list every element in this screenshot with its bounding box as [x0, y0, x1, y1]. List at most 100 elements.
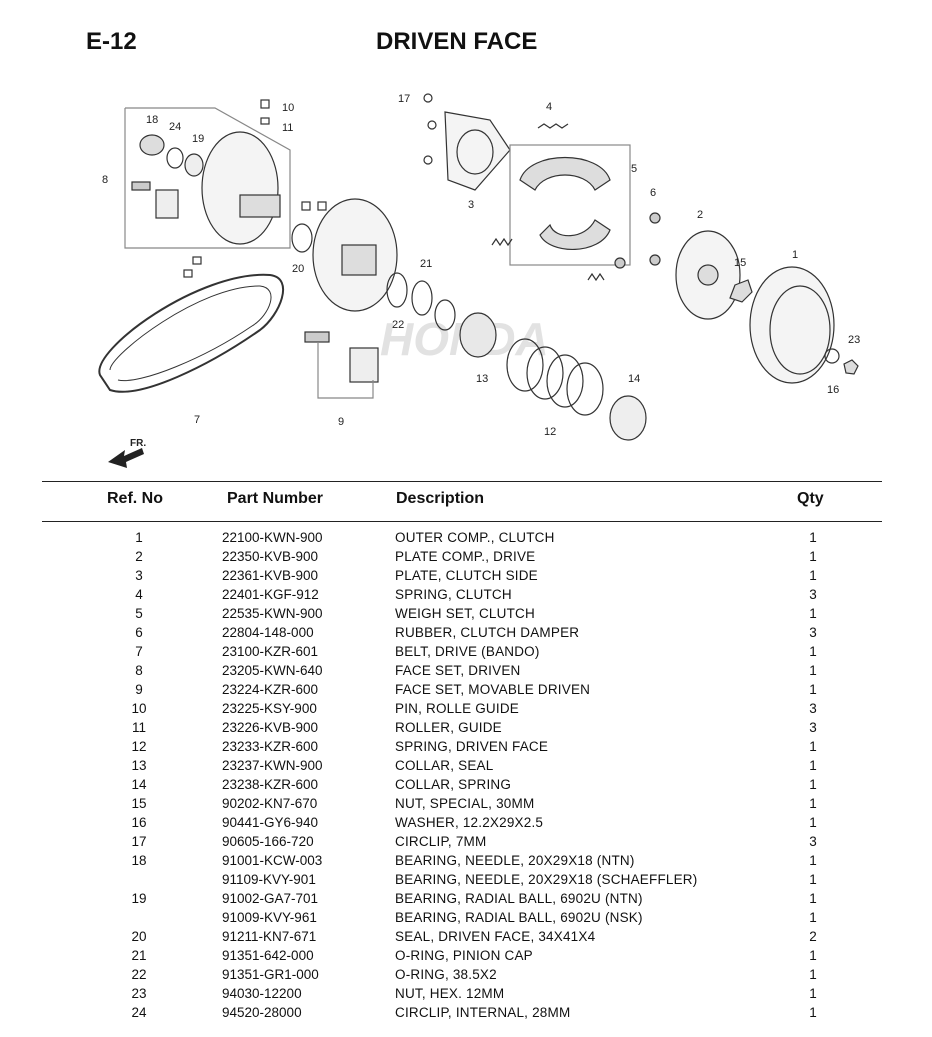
part-8-pin — [131, 181, 151, 191]
face-set-bracket — [124, 107, 291, 249]
part-12-shape — [506, 338, 604, 416]
part-20-shape — [291, 223, 313, 253]
qty-cell: 1 — [809, 530, 817, 545]
qty-cell: 1 — [809, 682, 817, 697]
ref-cell: 24 — [131, 1005, 147, 1020]
callout-21: 21 — [420, 258, 432, 270]
part-21-shape — [411, 280, 433, 316]
part-20-shape-b — [434, 299, 456, 331]
callout-19: 19 — [192, 133, 204, 145]
description-cell: SPRING, DRIVEN FACE — [395, 739, 549, 754]
ref-cell: 2 — [135, 549, 143, 564]
page-code: E-12 — [86, 28, 137, 55]
part-number-cell: 22361-KVB-900 — [222, 568, 319, 583]
part-number-cell: 91351-GR1-000 — [222, 967, 319, 982]
part-number-cell: 90441-GY6-940 — [222, 815, 319, 830]
qty-cell: 3 — [809, 701, 817, 716]
description-cell: ROLLER, GUIDE — [395, 720, 502, 735]
qty-cell: 1 — [809, 815, 817, 830]
table-row: 91009-KVY-961 BEARING, RADIAL BALL, 6902U… — [0, 908, 932, 927]
description-cell: NUT, HEX. 12MM — [395, 986, 505, 1001]
part-8-label — [155, 189, 179, 219]
qty-cell: 3 — [809, 587, 817, 602]
part-5-bracket — [509, 144, 631, 266]
qty-cell: 1 — [809, 948, 817, 963]
qty-cell: 1 — [809, 891, 817, 906]
part-4-shape-b — [491, 237, 513, 247]
part-number-cell: 23226-KVB-900 — [222, 720, 319, 735]
description-cell: BELT, DRIVE (BANDO) — [395, 644, 540, 659]
part-number-cell: 23100-KZR-601 — [222, 644, 319, 659]
callout-23: 23 — [848, 334, 860, 346]
description-cell: PIN, ROLLE GUIDE — [395, 701, 519, 716]
part-5-shape — [519, 156, 611, 191]
part-number-cell: 22350-KVB-900 — [222, 549, 319, 564]
description-cell: BEARING, RADIAL BALL, 6902U (NTN) — [395, 891, 643, 906]
qty-cell: 3 — [809, 720, 817, 735]
callout-7: 7 — [194, 414, 200, 426]
part-17-shape-b — [427, 120, 437, 130]
part-number-cell: 23225-KSY-900 — [222, 701, 317, 716]
callout-17: 17 — [398, 93, 410, 105]
part-22-shape — [386, 272, 408, 308]
part-number-cell: 90202-KN7-670 — [222, 796, 318, 811]
qty-cell: 1 — [809, 910, 817, 925]
qty-cell: 1 — [809, 872, 817, 887]
description-cell: FACE SET, DRIVEN — [395, 663, 521, 678]
part-4-shape — [537, 123, 569, 129]
description-cell: COLLAR, SEAL — [395, 758, 494, 773]
part-number-cell: 23238-KZR-600 — [222, 777, 319, 792]
callout-8: 8 — [102, 174, 108, 186]
callout-18: 18 — [146, 114, 158, 126]
callout-24: 24 — [169, 121, 181, 133]
part-23-shape — [843, 359, 859, 375]
callout-14: 14 — [628, 373, 640, 385]
callout-20: 20 — [292, 263, 304, 275]
header-description: Description — [396, 490, 485, 507]
part-number-cell: 22804-148-000 — [222, 625, 314, 640]
part-10-shape-b — [317, 201, 327, 211]
ref-cell: 22 — [131, 967, 147, 982]
page-title: DRIVEN FACE — [376, 28, 538, 55]
part-number-cell: 91002-GA7-701 — [222, 891, 319, 906]
part-number-cell: 94520-28000 — [222, 1005, 302, 1020]
part-number-cell: 91109-KVY-901 — [222, 872, 316, 887]
part-number-cell: 90605-166-720 — [222, 834, 314, 849]
description-cell: BEARING, RADIAL BALL, 6902U (NSK) — [395, 910, 643, 925]
callout-11: 11 — [282, 122, 293, 134]
part-number-cell: 23205-KWN-640 — [222, 663, 323, 678]
part-6-shape — [649, 212, 661, 224]
callout-4: 4 — [546, 101, 552, 113]
part-17-shape — [423, 93, 433, 103]
description-cell: BEARING, NEEDLE, 20X29X18 (NTN) — [395, 853, 635, 868]
part-number-cell: 94030-12200 — [222, 986, 302, 1001]
callout-2: 2 — [697, 209, 703, 221]
ref-cell: 18 — [131, 853, 147, 868]
header-part-number: Part Number — [227, 490, 324, 507]
part-16-shape — [824, 348, 840, 364]
qty-cell: 1 — [809, 663, 817, 678]
description-cell: OUTER COMP., CLUTCH — [395, 530, 555, 545]
header-ref-no: Ref. No — [107, 490, 163, 507]
callout-labels: 1 2 3 4 5 6 7 8 9 10 11 12 13 14 15 16 1… — [102, 93, 860, 449]
part-number-cell: 91009-KVY-961 — [222, 910, 317, 925]
part-9-hub — [341, 244, 377, 276]
part-number-cell: 23233-KZR-600 — [222, 739, 319, 754]
ref-cell: 17 — [131, 834, 147, 849]
part-number-cell: 91001-KCW-003 — [222, 853, 323, 868]
fr-arrow-icon — [108, 448, 144, 468]
